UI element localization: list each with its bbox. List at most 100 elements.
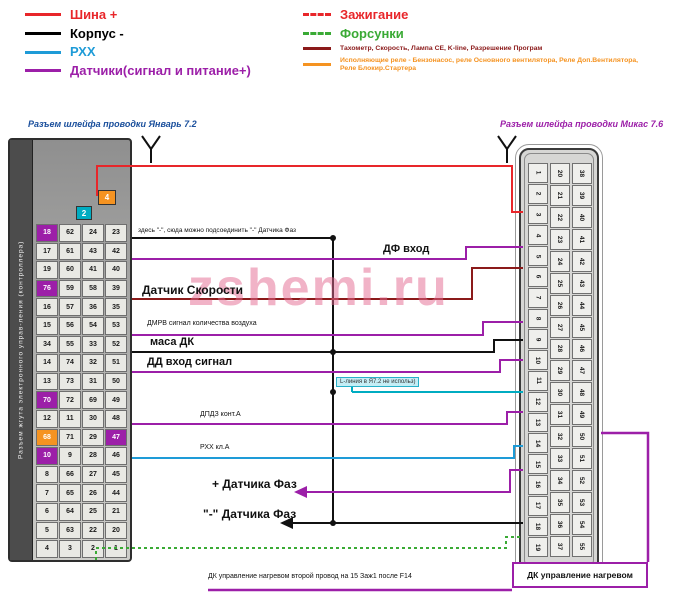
right-pin-cell: 37	[550, 535, 570, 557]
right-pin-cell: 38	[572, 163, 592, 184]
left-pin-cell: 24	[82, 224, 104, 242]
right-pin-cell: 19	[528, 537, 548, 558]
left-pin-cell: 8	[36, 465, 58, 484]
right-pin-cell: 50	[572, 426, 592, 448]
right-pin-cell: 9	[528, 329, 548, 350]
right-pin-cell: 2	[528, 183, 548, 204]
left-pin-cell: 36	[82, 298, 104, 316]
right-pin-cell: 35	[550, 492, 570, 513]
label-phase-minus: "-" Датчика Фаз	[203, 507, 297, 521]
legend-item-label: Зажигание	[340, 7, 409, 22]
left-pin-cell: 64	[59, 502, 81, 521]
left-pin-cell: 31	[82, 372, 104, 391]
left-pin-cell: 43	[82, 242, 104, 261]
right-pin-cell: 34	[550, 470, 570, 492]
legend-item-label: Исполняющие реле - Бензонасос, реле Осно…	[340, 57, 639, 72]
right-pin-cell: 30	[550, 382, 570, 404]
legend-item-label: Тахометр, Скорость, Лампа CE, K-line, Ра…	[340, 45, 543, 53]
left-pin-cell: 56	[59, 316, 81, 335]
left-pin-cell: 33	[82, 335, 104, 354]
left-pin-cell: 54	[82, 316, 104, 335]
left-pin-cell: 27	[82, 465, 104, 484]
left-pin-cell: 40	[105, 261, 127, 279]
label-ground-note: здесь "-", сюда можно подсоединить "-" Д…	[138, 227, 296, 234]
wire-color-swatch-icon	[303, 13, 331, 17]
right-pin-cell: 22	[550, 206, 570, 228]
right-pin-cell: 42	[572, 250, 592, 272]
right-pin-cell: 27	[550, 316, 570, 338]
left-pin-cell: 10	[36, 447, 58, 465]
left-pin-cell: 17	[36, 242, 58, 261]
left-pin-cell: 9	[59, 447, 81, 465]
label-speed-sensor: Датчик Скорости	[142, 283, 244, 297]
left-pin-cell: 76	[36, 279, 58, 298]
right-pin-cell: 1	[528, 163, 548, 183]
left-pin-cell: 47	[105, 428, 127, 447]
legend-item-label: Датчики(сигнал и питание+)	[70, 62, 251, 78]
left-pin-cell: 45	[105, 465, 127, 484]
right-pin-cell: 46	[572, 338, 592, 360]
left-pin-cell: 60	[59, 261, 81, 279]
legend-item-ignition: Зажигание	[303, 8, 640, 22]
left-pin-cell: 28	[82, 447, 104, 465]
right-pin-cell: 28	[550, 338, 570, 360]
left-pin-cell: 32	[82, 354, 104, 372]
left-pin-cell: 18	[36, 224, 58, 242]
junction-dot	[330, 235, 336, 241]
left-pin-cell: 20	[105, 521, 127, 540]
right-pin-cell: 36	[550, 514, 570, 535]
wire-phase-input	[132, 246, 523, 260]
left-pin-cell: 73	[59, 372, 81, 391]
left-pin-cell: 62	[59, 224, 81, 242]
left-pin-cell: 53	[105, 316, 127, 335]
left-pin-cell: 12	[36, 409, 58, 428]
label-tps: ДПДЗ конт.А	[200, 411, 241, 418]
junction-dot	[330, 349, 336, 355]
right-pin-cell: 53	[572, 492, 592, 513]
branch-mark-icon	[141, 135, 161, 163]
left-pin-cell: 68	[36, 428, 58, 447]
left-pin-cell: 46	[105, 447, 127, 465]
left-pin-cell: 59	[59, 279, 81, 298]
left-pin-cell: 14	[36, 354, 58, 372]
label-l-line: L-линия в Я7.2 не использ)	[336, 377, 420, 387]
right-pin-cell: 29	[550, 360, 570, 382]
wire-heater-loop	[601, 431, 650, 562]
left-pin-cell: 30	[82, 409, 104, 428]
left-pin-cell: 15	[36, 316, 58, 335]
label-iac: РХХ кл.А	[200, 444, 230, 451]
left-pin-cell: 19	[36, 261, 58, 279]
right-pin-cell: 40	[572, 206, 592, 228]
label-o2-ground: маса ДК	[150, 336, 195, 348]
right-pin-cell: 55	[572, 535, 592, 557]
legend-item-sensors: Датчики(сигнал и питание+)	[25, 64, 251, 78]
right-pin-cell: 16	[528, 474, 548, 495]
left-pin-cell: 61	[59, 242, 81, 261]
right-pin-cell: 7	[528, 287, 548, 308]
right-pin-cell: 17	[528, 495, 548, 516]
left-pin-cell: 29	[82, 428, 104, 447]
right-pin-cell: 52	[572, 470, 592, 492]
right-pin-cell: 32	[550, 426, 570, 448]
left-pin-cell: 42	[105, 242, 127, 261]
right-connector-title: Разъем шлейфа проводки Микас 7.6	[500, 119, 664, 129]
right-pin-cell: 43	[572, 272, 592, 294]
left-pin-cell: 35	[105, 298, 127, 316]
label-heater-long: ДК управление нагревом второй провод на …	[208, 573, 412, 580]
left-pin-cell: 44	[105, 484, 127, 502]
wire-color-swatch-icon	[303, 47, 331, 51]
left-pin-cell: 39	[105, 279, 127, 298]
left-pin-cell: 7	[36, 484, 58, 502]
right-pin-cell: 41	[572, 228, 592, 250]
right-pin-cell: 4	[528, 225, 548, 246]
left-pin-cell: 58	[82, 279, 104, 298]
legend-item-ground: Корпус -	[25, 26, 251, 41]
left-top-pin-cell: 2	[76, 206, 92, 220]
legend-item-label: Форсунки	[340, 25, 404, 41]
left-pin-cell: 11	[59, 409, 81, 428]
left-pin-cell: 50	[105, 372, 127, 391]
left-pin-cell: 69	[82, 391, 104, 409]
label-phase-input: ДФ вход	[383, 243, 430, 255]
